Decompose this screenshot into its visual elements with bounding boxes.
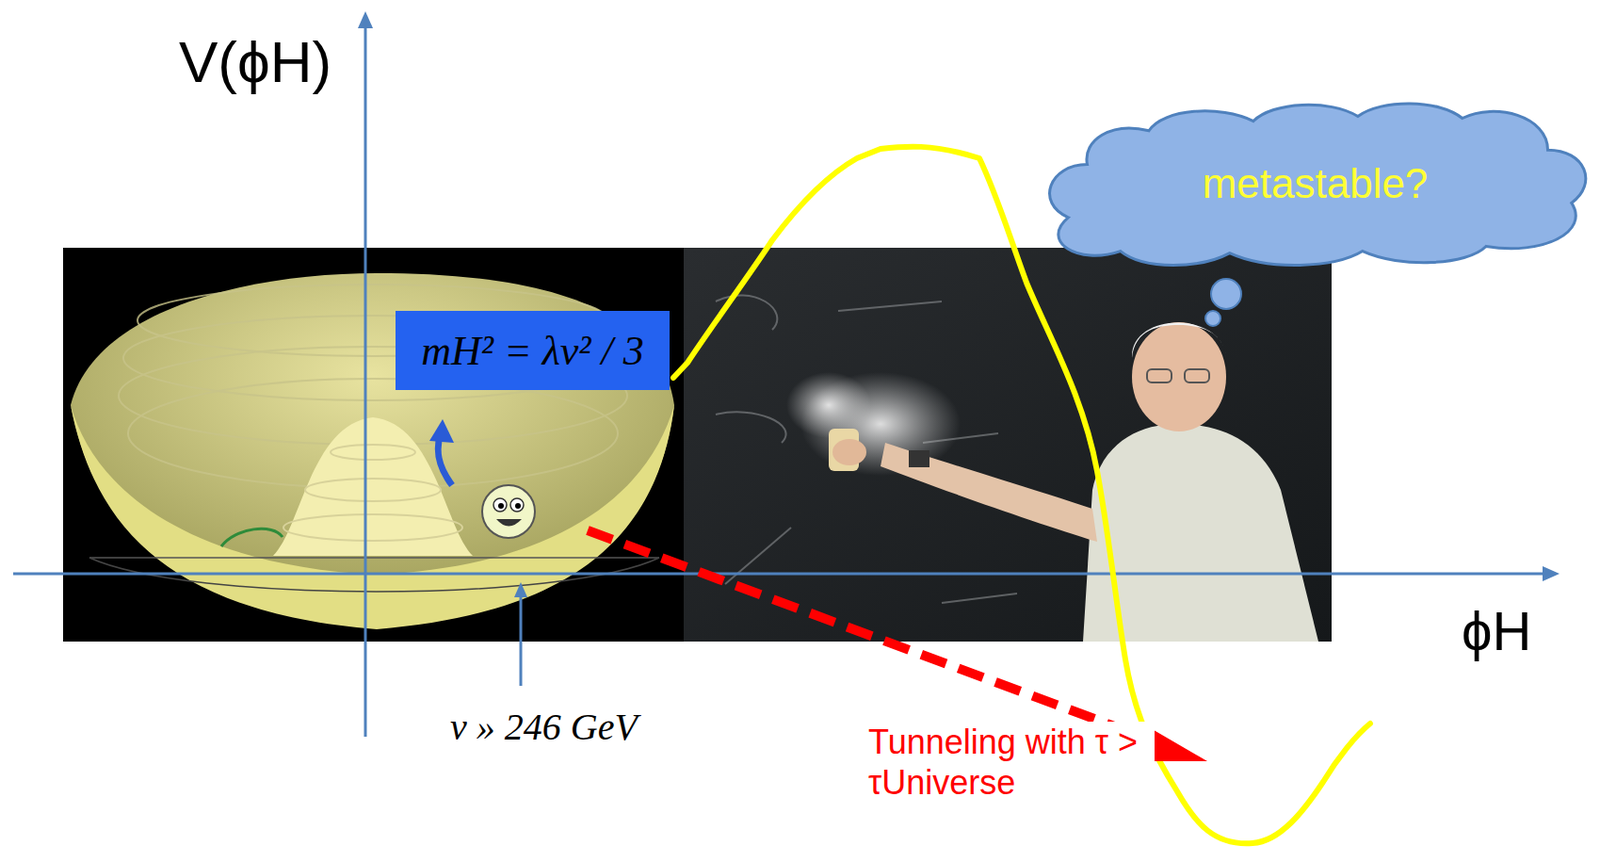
tunneling-note: Tunneling with τ > τUniverse bbox=[864, 721, 1155, 803]
blackboard-photo bbox=[683, 247, 1332, 642]
node-text: mH² = λv² / 3 bbox=[420, 326, 644, 375]
mexican-hat-picture bbox=[63, 247, 684, 642]
thought-bubbles bbox=[1205, 278, 1242, 326]
axis-label: V(ϕH) bbox=[178, 28, 332, 96]
node-text: metastable? bbox=[1202, 160, 1429, 208]
axis-label: ϕH bbox=[1461, 598, 1532, 663]
thought-cloud: metastable? bbox=[1030, 96, 1600, 271]
formula-box: mH² = λv² / 3 bbox=[395, 310, 670, 390]
vev-label: v » 246 GeV bbox=[450, 704, 638, 749]
